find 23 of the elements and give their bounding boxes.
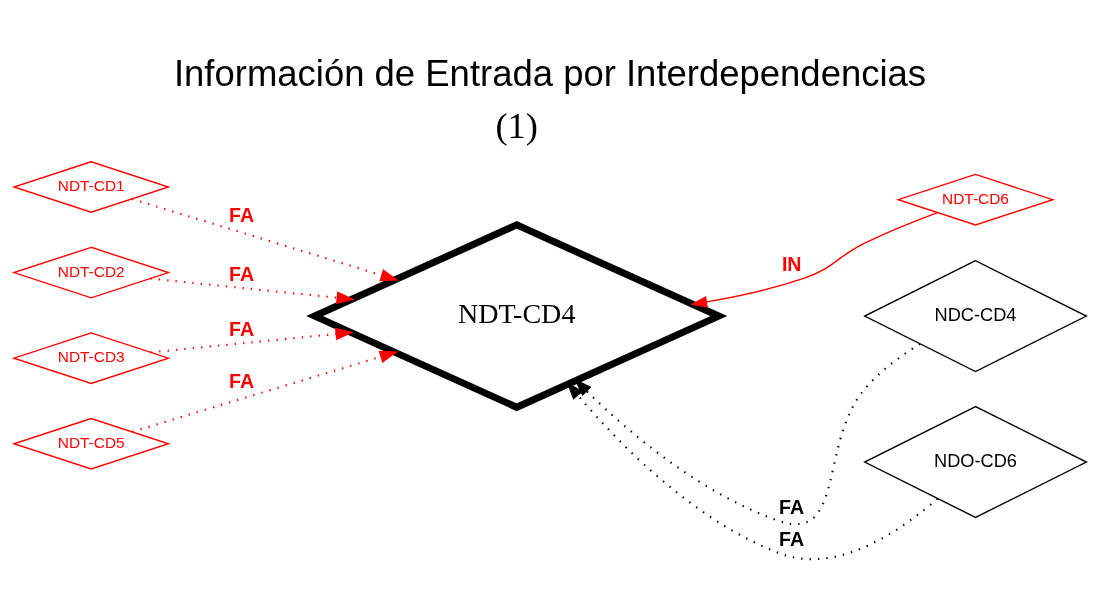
node-diamond: NDC-CD4 <box>863 259 1088 373</box>
edge-label: FA <box>229 204 255 227</box>
arrow <box>131 198 399 282</box>
arrow <box>150 327 354 354</box>
node-diamond: NDT-CD1 <box>11 161 171 213</box>
arrow <box>690 211 939 308</box>
label: (1) <box>495 106 538 147</box>
node-diamond: NDT-CD4 <box>306 221 728 412</box>
node-diamond: NDT-CD3 <box>11 332 171 385</box>
node-diamond: NDT-CD2 <box>11 246 171 299</box>
edge-label: FA <box>779 528 805 551</box>
node-diamond: NDO-CD6 <box>863 405 1088 519</box>
node-diamond: NDT-CD5 <box>11 417 171 470</box>
edge-label: FA <box>229 369 255 392</box>
edge-label: FA <box>779 496 805 519</box>
edge-label: FA <box>229 318 255 341</box>
arrow <box>574 343 921 526</box>
diagram-title: Información de Entrada por Interdependencias <box>173 53 927 95</box>
arrow <box>150 277 355 305</box>
arrow <box>132 350 398 433</box>
node-diamond: NDT-CD6 <box>896 173 1055 226</box>
edge-label: IN <box>781 253 802 276</box>
edge-label: FA <box>229 263 255 286</box>
